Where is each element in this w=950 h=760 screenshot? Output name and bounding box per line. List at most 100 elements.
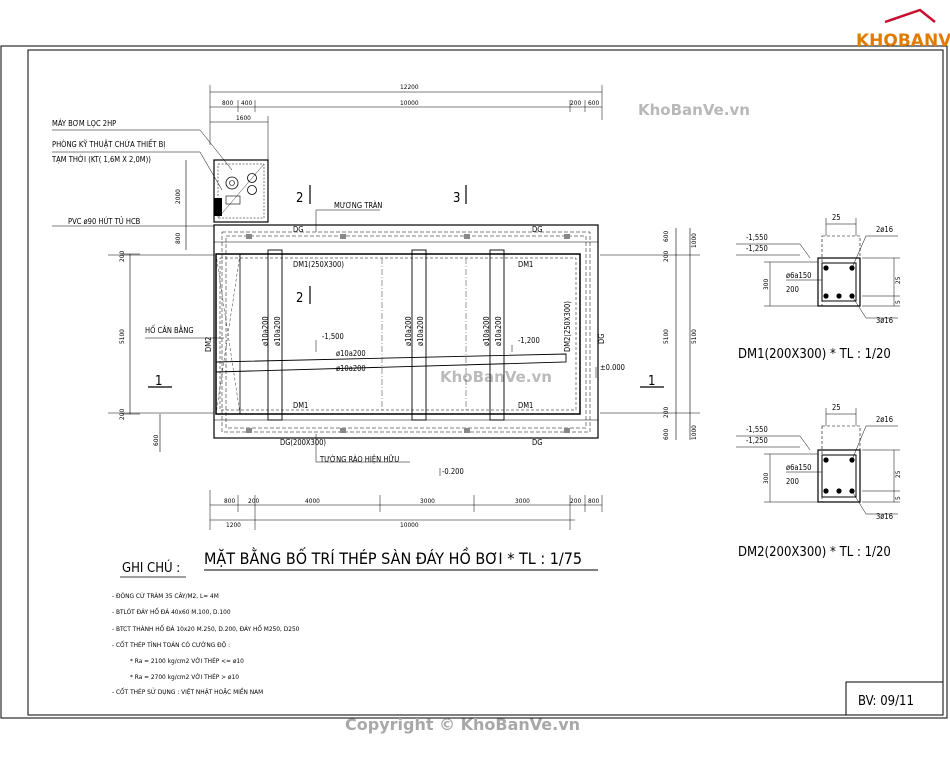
dim-height: 25: [894, 470, 902, 478]
level-mark: -0.200: [442, 467, 464, 476]
dim-top-200: 200: [570, 99, 581, 107]
notes-heading: GHI CHÚ :: [122, 560, 180, 576]
label-bottom-bar: 3ø16: [876, 316, 893, 325]
label-stirrup: ø6a150: [786, 463, 811, 472]
section-marker: 3: [453, 191, 460, 206]
level-mark: -1,200: [518, 336, 540, 345]
label-dg: DG(200X300): [280, 438, 326, 447]
dim-height: 300: [762, 279, 770, 290]
dim-height: 25: [894, 276, 902, 284]
dim-right-1000b: 1000: [690, 425, 698, 440]
drawing-frame-inner: [27, 49, 944, 716]
callout-pump: MÁY BƠM LỌC 2HP: [52, 119, 116, 128]
notes: GHI CHÚ : - ĐÓNG CỪ TRÀM 35 CÂY/M2, L= 4…: [112, 560, 300, 696]
dim-top-600: 600: [588, 99, 599, 107]
dim-bot-800r: 800: [588, 497, 599, 505]
dim-left-2000: 2000: [174, 189, 182, 204]
sheet-number-box: [845, 681, 944, 716]
label-dg: DG: [532, 225, 542, 234]
watermark-top: KhoBanVe.vn: [638, 101, 750, 119]
section-dm2-text: 25 2ø16 -1,550 -1,250 ø6a150 200 300 25 …: [738, 403, 902, 560]
dim-height: 300: [762, 473, 770, 484]
section-dm1: [736, 218, 900, 319]
label-cover: 200: [786, 285, 799, 294]
callout-room-1: PHÒNG KỸ THUẬT CHỨA THIẾT BỊ: [52, 139, 165, 149]
callout-wall: TƯỜNG RÀO HIỆN HỮU: [319, 455, 399, 464]
label-dm1: DM1(250X300): [293, 260, 344, 269]
dim-bot-200: 200: [248, 497, 259, 505]
dim-right-5100a: 5100: [662, 329, 670, 344]
dim-top-800: 800: [222, 99, 233, 107]
label-rebar: ø10a200: [336, 364, 366, 373]
label-dm1: DM1: [518, 401, 533, 410]
level-mark: -1,550: [746, 425, 768, 434]
dim-bot-3000a: 3000: [420, 497, 435, 505]
dim-height: 5: [894, 496, 902, 500]
plan-callouts: MÁY BƠM LỌC 2HP PHÒNG KỸ THUẬT CHỨA THIẾ…: [51, 119, 399, 464]
dim-top-1600: 1600: [236, 114, 251, 122]
watermark-copyright: Copyright © KhoBanVe.vn: [345, 715, 580, 734]
dim-bot-1200: 1200: [226, 521, 241, 529]
dim-right-5100b: 5100: [690, 329, 698, 344]
dim-left-600: 600: [152, 435, 160, 446]
label-rebar: ø10a200: [482, 316, 491, 346]
label-stirrup: ø6a150: [786, 271, 811, 280]
note-item: * Ra = 2700 kg/cm2 VỚI THÉP > ø10: [130, 672, 239, 681]
label-rebar: ø10a200: [416, 316, 425, 346]
level-mark: -1,500: [322, 332, 344, 341]
section-title: DM1(200X300) * TL : 1/20: [738, 347, 891, 362]
section-marker: 2: [296, 191, 303, 206]
dim-left-200a: 200: [118, 251, 126, 262]
section-title: DM2(200X300) * TL : 1/20: [738, 545, 891, 560]
note-item: - CỐT THÉP TÍNH TOÁN CÓ CƯỜNG ĐỘ :: [112, 639, 230, 649]
dim-bot-4000: 4000: [305, 497, 320, 505]
dim-top-overall: 12200: [400, 83, 419, 91]
dim-width: 25: [832, 403, 841, 412]
plan-labels: DG DG DM1(250X300) DM1 DM1 DM1 DM2 DM2(2…: [155, 191, 655, 476]
dim-top-400: 400: [241, 99, 252, 107]
label-dg: DG: [532, 438, 542, 447]
pool-plan: [52, 85, 700, 530]
callout-balance-tank: HỐ CÂN BẰNG: [145, 325, 194, 335]
plan-title: MẶT BẰNG BỐ TRÍ THÉP SÀN ĐÁY HỒ BƠI * TL…: [204, 547, 582, 568]
label-rebar: ø10a200: [494, 316, 503, 346]
note-item: * Ra = 2100 kg/cm2 VỚI THÉP <= ø10: [130, 656, 244, 665]
logo-text: KHOBANVE: [856, 31, 950, 51]
level-mark: -1,250: [746, 244, 768, 253]
dim-width: 25: [832, 213, 841, 222]
label-dm1: DM1: [293, 401, 308, 410]
label-rebar: ø10a200: [273, 316, 282, 346]
dim-bot-10000: 10000: [400, 521, 419, 529]
label-dm2: DM2(250X300): [563, 301, 572, 352]
callout-room-2: TẠM THỜI (KT( 1,6M X 2,0M)): [51, 155, 151, 164]
logo: KHOBANVE: [856, 8, 950, 51]
label-rebar: ø10a200: [336, 349, 366, 358]
dim-left-5100: 5100: [118, 329, 126, 344]
section-marker: 1: [155, 374, 162, 389]
label-dg: DG: [293, 225, 303, 234]
dim-left-200b: 200: [118, 409, 126, 420]
label-dm1: DM1: [518, 260, 533, 269]
drawing-frame-outer: [0, 45, 948, 719]
callout-overflow: MƯƠNG TRÀN: [334, 201, 382, 210]
dim-bot-3000b: 3000: [515, 497, 530, 505]
level-mark: ±0.000: [600, 363, 625, 372]
dim-height: 5: [894, 300, 902, 304]
house-roof-icon: [884, 8, 936, 24]
label-rebar: ø10a200: [404, 316, 413, 346]
section-dm2: [736, 408, 900, 515]
level-mark: -1,250: [746, 436, 768, 445]
dim-top-10000: 10000: [400, 99, 419, 107]
note-item: - BTCT THÀNH HỐ ĐÁ 10x20 M.250, D.200, Đ…: [112, 623, 300, 633]
label-top-bar: 2ø16: [876, 225, 893, 234]
section-marker: 1: [648, 374, 655, 389]
callout-pvc: PVC ø90 HÚT TỦ HCB: [68, 216, 141, 226]
dim-bot-200r: 200: [570, 497, 581, 505]
plan-dimension-text: 12200 800 400 1600 10000 200 600 800 200…: [118, 83, 698, 529]
label-rebar: ø10a200: [261, 316, 270, 346]
watermark-center: KhoBanVe.vn: [440, 368, 552, 386]
section-dm1-text: 25 2ø16 -1,550 -1,250 ø6a150 200 300 25 …: [738, 213, 902, 362]
note-item: - ĐÓNG CỪ TRÀM 35 CÂY/M2, L= 4M: [112, 591, 219, 600]
level-mark: -1,550: [746, 233, 768, 242]
label-dm2: DM2: [204, 337, 213, 352]
